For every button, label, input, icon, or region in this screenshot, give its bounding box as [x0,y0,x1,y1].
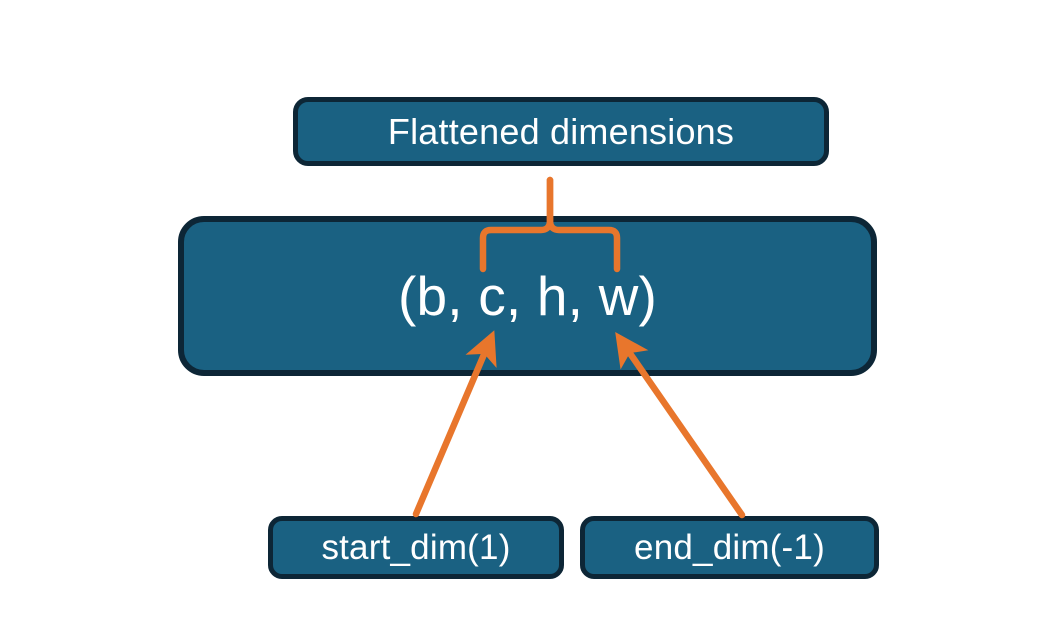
start-dim-arrow-icon [412,330,497,518]
start-dim-label: start_dim(1) [321,528,511,567]
brace-over-flattened-dims-icon [479,176,621,273]
tensor-shape-label: (b, c, h, w) [397,264,658,327]
start-dim-box[interactable]: start_dim(1) [268,516,564,579]
end-dim-arrow-icon [615,332,746,519]
flattened-dimensions-box[interactable]: Flattened dimensions [293,97,829,166]
end-dim-label: end_dim(-1) [634,528,825,567]
end-dim-box[interactable]: end_dim(-1) [580,516,879,579]
flattened-dimensions-label: Flattened dimensions [387,110,735,152]
tensor-shape-box[interactable]: (b, c, h, w) [178,216,877,376]
